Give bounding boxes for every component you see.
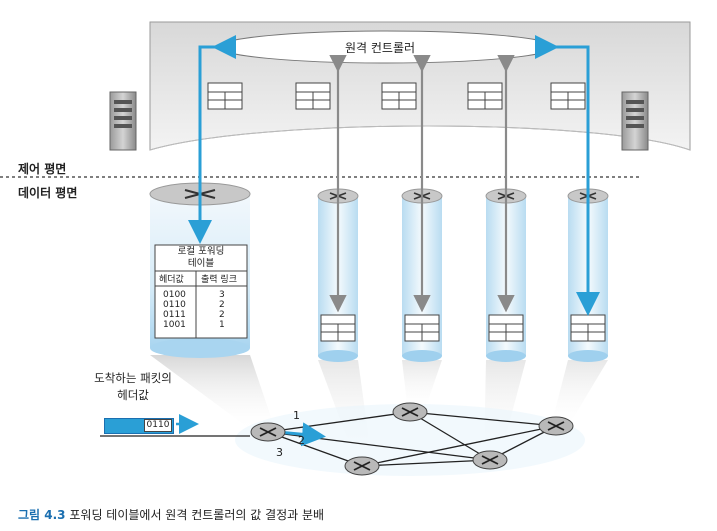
local-table-col-link: 출력 링크 — [201, 275, 237, 285]
controller-table — [207, 82, 243, 110]
projection-cone — [550, 360, 608, 430]
packet-header-value: 0110 — [144, 419, 172, 432]
local-table-title-1: 로컬 포워딩 — [177, 246, 225, 257]
controller-table — [467, 82, 503, 110]
server-icon — [621, 91, 649, 151]
router-icon — [538, 416, 574, 436]
router-table — [404, 314, 440, 342]
local-table-title-2: 테이블 — [187, 258, 215, 269]
router-icon — [344, 456, 380, 476]
router-icon — [250, 422, 286, 442]
table-row-link: 2 — [219, 310, 225, 320]
table-row-header: 0110 — [163, 300, 186, 310]
projection-cone — [402, 360, 442, 412]
local-table-col-header: 헤더값 — [159, 275, 184, 285]
table-row-link: 1 — [219, 320, 225, 330]
controller-table — [550, 82, 586, 110]
local-forwarding-table — [154, 244, 248, 339]
table-row-header: 0100 — [163, 290, 186, 300]
router-table — [488, 314, 524, 342]
blue-arrow-right — [535, 35, 600, 316]
controller-table — [381, 82, 417, 110]
link-number-1: 1 — [293, 409, 300, 422]
figure-caption-text: 포워딩 테이블에서 원격 컨트롤러의 값 결정과 분배 — [69, 508, 325, 522]
controller-label: 원격 컨트롤러 — [345, 41, 416, 55]
table-row-link: 2 — [219, 300, 225, 310]
figure-caption: 그림 4.3 포워딩 테이블에서 원격 컨트롤러의 값 결정과 분배 — [18, 506, 324, 523]
router-table — [570, 314, 606, 342]
link-number-2: 2 — [298, 434, 305, 447]
figure-number: 그림 4.3 — [18, 508, 66, 522]
server-icon — [109, 91, 137, 151]
table-row-header: 1001 — [163, 320, 186, 330]
data-plane-label: 데이터 평면 — [18, 186, 78, 200]
control-plane-label: 제어 평면 — [18, 162, 67, 176]
arriving-label-1: 도착하는 패킷의 — [94, 371, 172, 385]
link-number-3: 3 — [276, 446, 283, 459]
controller-table — [295, 82, 331, 110]
blue-arrow-left — [188, 35, 236, 244]
router-icon — [472, 450, 508, 470]
table-row-link: 3 — [219, 290, 225, 300]
arriving-label-2: 헤더값 — [117, 388, 149, 402]
table-row-header: 0111 — [163, 310, 186, 320]
projection-cone — [150, 355, 276, 432]
router-table — [320, 314, 356, 342]
router-icon — [392, 402, 428, 422]
